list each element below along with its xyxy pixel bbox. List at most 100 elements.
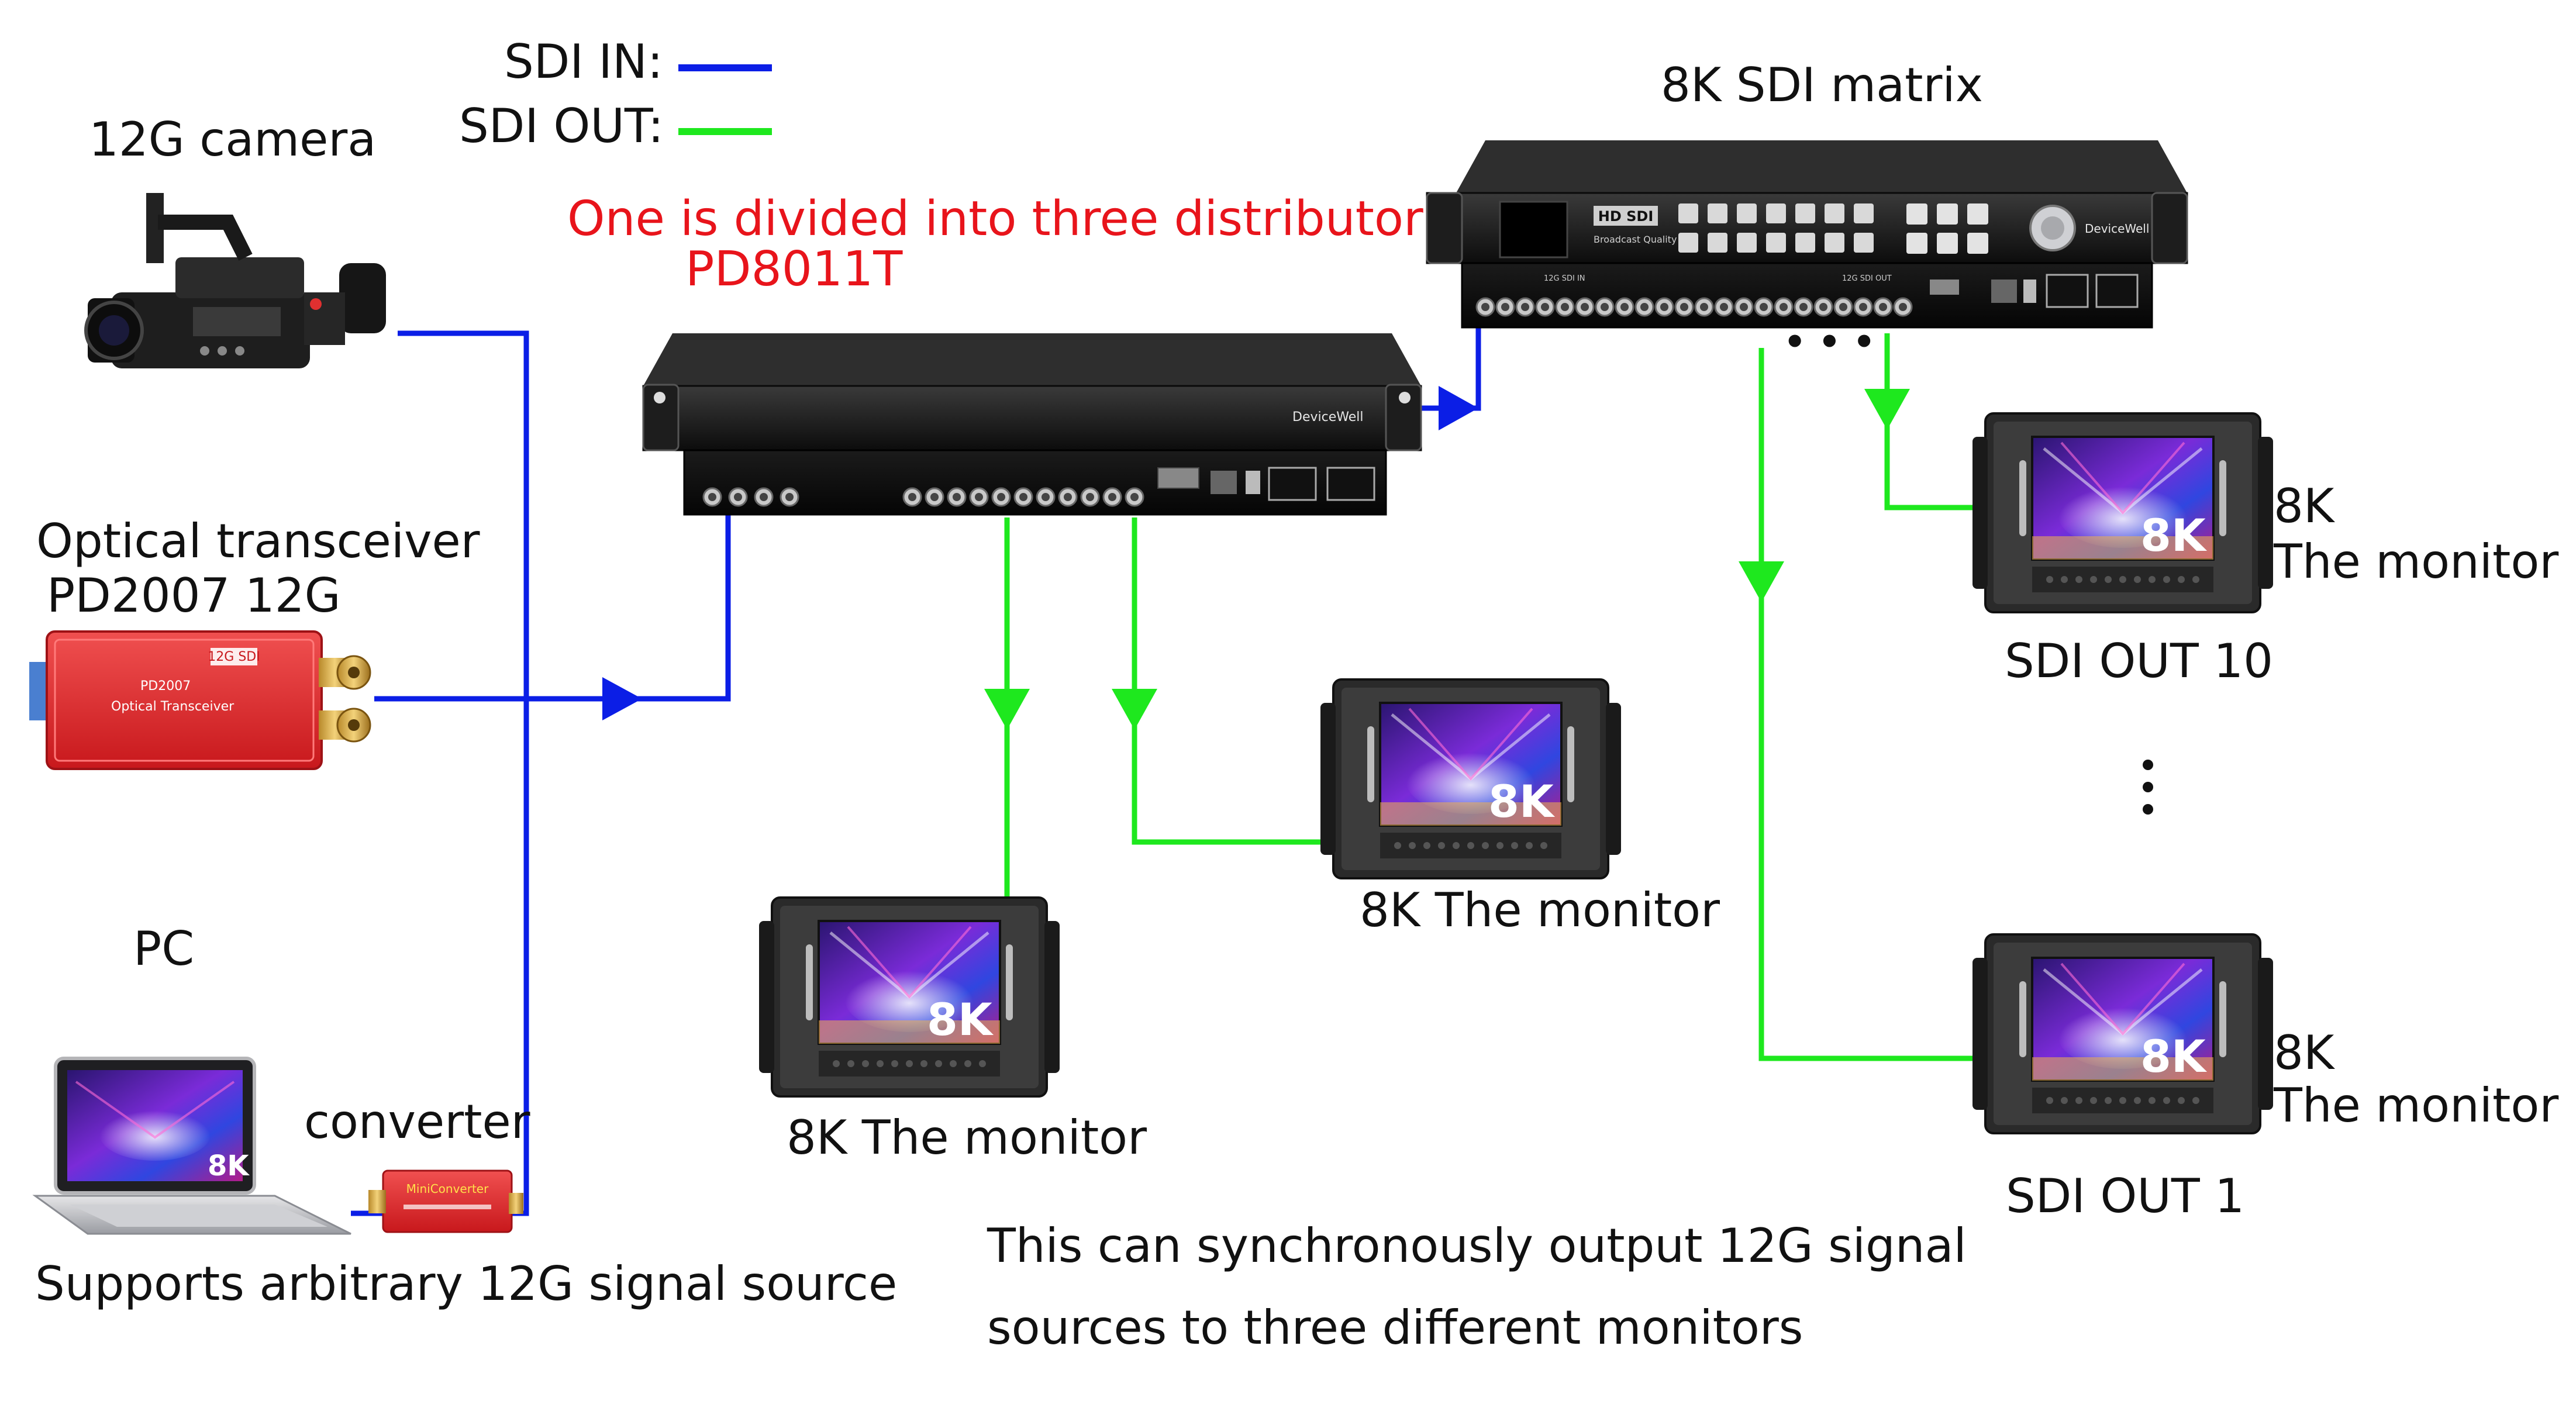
matrix-control-button	[1967, 233, 1988, 254]
transceiver-input-line	[374, 513, 731, 702]
vertical-ellipsis	[2143, 760, 2153, 815]
converter-face-text: MiniConverter	[406, 1182, 489, 1196]
monitor-sdi-out-10-image: 8K	[1972, 413, 2273, 612]
sdi-out-10-label: SDI OUT 10	[2005, 634, 2274, 688]
matrix-port	[1555, 297, 1575, 317]
matrix-port	[1615, 297, 1634, 317]
distributor-title-line-1: One is divided into three distributor	[567, 191, 1423, 247]
distributor-output-port	[1125, 487, 1144, 507]
arrow-monitor-a	[984, 689, 1030, 730]
matrix-output-ellipsis: • • •	[1784, 322, 1875, 363]
converter-label: converter	[304, 1095, 530, 1149]
matrix-port	[1575, 297, 1595, 317]
distributor-output-port	[991, 487, 1011, 507]
monitor-sdi-out-10-label-1: 8K	[2274, 479, 2334, 533]
transceiver-label-line-1: Optical transceiver	[36, 514, 480, 568]
matrix-control-button	[1967, 203, 1988, 225]
distributor-output-port	[969, 487, 989, 507]
converter-image: MiniConverter	[368, 1169, 523, 1233]
distributor-input-port	[780, 487, 799, 507]
matrix-port	[1754, 297, 1774, 317]
monitor-a-label: 8K The monitor	[787, 1110, 1147, 1165]
distributor-output-port	[1102, 487, 1122, 507]
matrix-port	[1495, 297, 1515, 317]
matrix-front-button	[1795, 233, 1815, 253]
distributor-input-port	[702, 487, 722, 507]
matrix-control-button	[1937, 233, 1958, 254]
arrow-sdi-out-1	[1739, 561, 1784, 602]
matrix-front-button	[1854, 203, 1874, 223]
monitor-sdi-out-1-image: 8K	[1972, 934, 2273, 1133]
matrix-port	[1654, 297, 1674, 317]
matrix-front-button	[1795, 203, 1815, 223]
matrix-front-button	[1708, 203, 1727, 223]
monitor-b-badge: 8K	[1488, 775, 1556, 827]
distributor-brand: DeviceWell	[1292, 410, 1363, 425]
transceiver-face-label: 12G SDI	[208, 650, 260, 664]
matrix-brand: DeviceWell	[2085, 222, 2149, 236]
matrix-face-sub: Broadcast Quality	[1594, 234, 1677, 245]
distributor-output-port	[925, 487, 944, 507]
sdi-out-1-label: SDI OUT 1	[2006, 1169, 2245, 1223]
distributor-title-line-2: PD8011T	[685, 241, 903, 297]
matrix-front-button	[1737, 233, 1757, 253]
distributor-output-port	[902, 487, 922, 507]
matrix-sdi-in-text: 12G SDI IN	[1544, 274, 1585, 283]
matrix-front-button	[1766, 203, 1786, 223]
laptop-badge: 8K	[208, 1150, 250, 1182]
transceiver-image: 12G SDI PD2007 Optical Transceiver	[29, 630, 371, 770]
matrix-port	[1475, 297, 1495, 317]
matrix-port	[1535, 297, 1555, 317]
transceiver-label-line-2: PD2007 12G	[47, 568, 341, 623]
caption-line-1: This can synchronously output 12G signal	[987, 1219, 1967, 1273]
monitor-b-image: 8K	[1320, 679, 1621, 878]
matrix-control-button	[1937, 203, 1958, 225]
matrix-port	[1515, 297, 1535, 317]
matrix-port	[1813, 297, 1833, 317]
matrix-input-arrow	[1439, 386, 1478, 430]
arrow-sdi-out-10	[1864, 389, 1910, 430]
distributor-output-port	[1058, 487, 1078, 507]
matrix-front-button	[1825, 203, 1844, 223]
matrix-title: 8K SDI matrix	[1661, 58, 1983, 112]
matrix-front-button	[1678, 233, 1698, 253]
camera-input-line	[351, 330, 529, 1216]
monitor-sdi-out-1-badge: 8K	[2140, 1030, 2208, 1082]
matrix-port	[1674, 297, 1694, 317]
matrix-image: HD SDI Broadcast Quality DeviceWell 12G …	[1426, 140, 2188, 329]
matrix-port	[1694, 297, 1714, 317]
distributor-input-port	[728, 487, 748, 507]
pc-label: PC	[133, 922, 195, 976]
matrix-port	[1853, 297, 1873, 317]
matrix-control-button	[1906, 203, 1927, 225]
source-footer-text: Supports arbitrary 12G signal source	[35, 1257, 898, 1311]
matrix-front-button	[1766, 233, 1786, 253]
arrow-monitor-b	[1112, 689, 1157, 730]
distributor-input-port	[754, 487, 774, 507]
matrix-front-button	[1678, 203, 1698, 223]
monitor-a-badge: 8K	[927, 993, 994, 1046]
transceiver-input-arrow	[602, 677, 642, 720]
matrix-port	[1774, 297, 1794, 317]
transceiver-name-text: Optical Transceiver	[111, 699, 235, 714]
matrix-front-button	[1737, 203, 1757, 223]
matrix-port	[1634, 297, 1654, 317]
matrix-port	[1893, 297, 1913, 317]
matrix-port	[1714, 297, 1734, 317]
monitor-b-label: 8K The monitor	[1360, 883, 1720, 937]
legend-sdi-in-label: SDI IN:	[504, 34, 663, 89]
monitor-sdi-out-10-badge: 8K	[2140, 509, 2208, 561]
distributor-output-port	[1013, 487, 1033, 507]
caption-line-2: sources to three different monitors	[987, 1300, 1803, 1355]
transceiver-model-text: PD2007	[140, 679, 191, 694]
sdi-in-arrows	[602, 386, 1478, 720]
matrix-control-button	[1906, 233, 1927, 254]
distributor-output-port	[1036, 487, 1056, 507]
matrix-front-button	[1708, 233, 1727, 253]
matrix-port	[1833, 297, 1853, 317]
laptop-image: 8K	[32, 1057, 351, 1235]
matrix-front-button	[1825, 233, 1844, 253]
monitor-a-image: 8K	[759, 898, 1060, 1096]
distributor-output-port	[1080, 487, 1100, 507]
monitor-sdi-out-1-label-1: 8K	[2274, 1026, 2334, 1080]
